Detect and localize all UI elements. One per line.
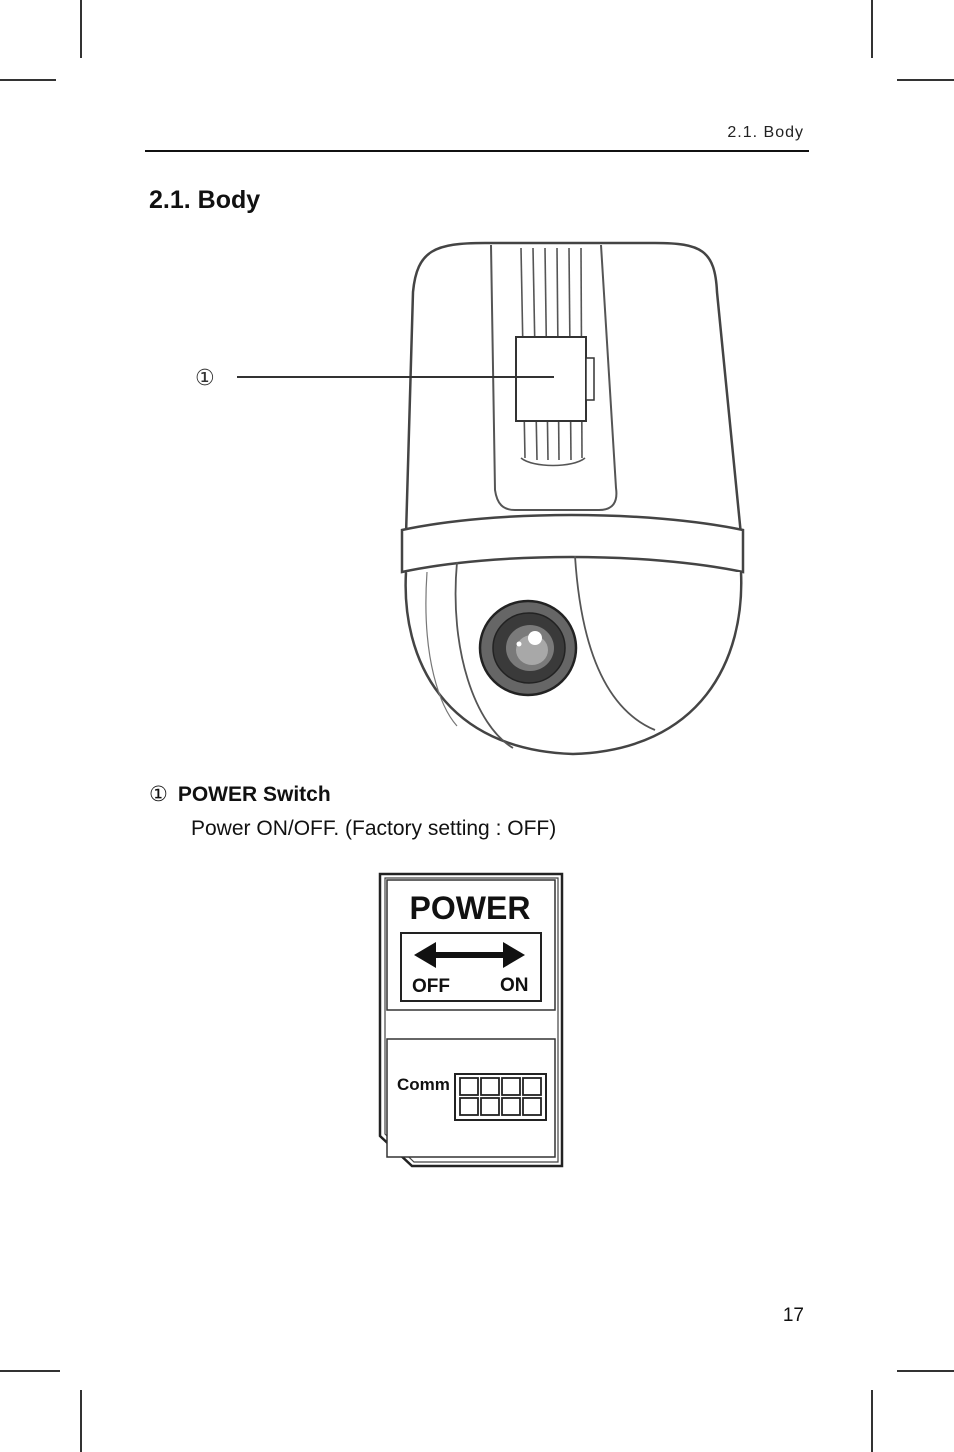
- crop-mark: [871, 0, 873, 58]
- comm-label: Comm: [397, 1075, 450, 1094]
- item-title: POWER Switch: [177, 783, 331, 806]
- item-number: ①: [149, 783, 168, 806]
- crop-mark: [0, 1370, 60, 1372]
- crop-mark: [871, 1390, 873, 1452]
- running-header: 2.1. Body: [727, 124, 804, 141]
- camera-body-illustration: ①: [195, 241, 745, 756]
- crop-mark: [80, 0, 82, 58]
- on-label: ON: [500, 975, 529, 996]
- crop-mark: [897, 1370, 954, 1372]
- callout-number: ①: [195, 365, 215, 390]
- comm-connector: [454, 1073, 547, 1121]
- section-title: 2.1. Body: [149, 186, 261, 214]
- double-arrow-icon: [414, 942, 525, 968]
- power-switch-panel: POWER OFF ON Comm: [378, 872, 564, 1168]
- page-number: 17: [782, 1305, 804, 1326]
- off-label: OFF: [412, 976, 450, 997]
- crop-mark: [0, 79, 56, 81]
- item-heading: ① POWER Switch: [149, 782, 331, 807]
- item-description: Power ON/OFF. (Factory setting : OFF): [191, 817, 557, 840]
- header-rule: [145, 150, 809, 152]
- crop-mark: [80, 1390, 82, 1452]
- power-label: POWER: [410, 890, 531, 926]
- crop-mark: [897, 79, 954, 81]
